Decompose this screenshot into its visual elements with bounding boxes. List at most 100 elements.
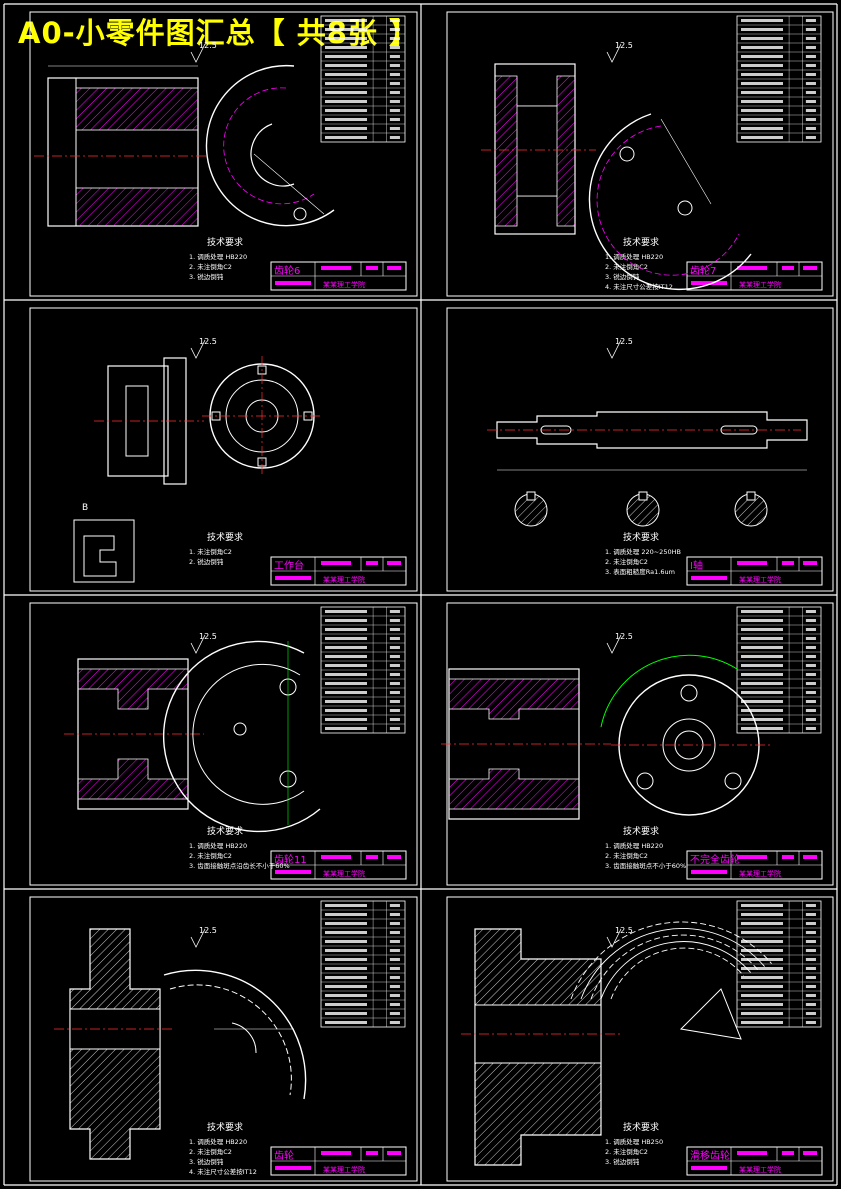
hatched-region <box>448 678 580 720</box>
table-cell-text <box>741 64 783 67</box>
notes-item: 4. 未注尺寸公差按IT12 <box>605 282 673 291</box>
drawing-sheet-1: 12.5技术要求1. 调质处理 HB2202. 未注倒角C23. 锐边倒钝齿轮6… <box>29 11 418 297</box>
table-cell-text <box>325 628 367 631</box>
inner-frame <box>446 11 834 297</box>
table-cell-text <box>805 109 816 112</box>
table-cell-text <box>741 700 783 703</box>
table-cell-text <box>805 64 816 67</box>
table-cell-text <box>741 967 783 970</box>
table-cell-text <box>325 958 367 961</box>
title-field <box>737 855 767 859</box>
table-cell-text <box>325 673 367 676</box>
institution: 某某理工学院 <box>323 869 365 878</box>
table-cell-text <box>741 664 783 667</box>
title-field <box>366 855 378 859</box>
table-cell-text <box>389 1012 400 1015</box>
table-cell-text <box>805 655 816 658</box>
table-cell-text <box>325 994 367 997</box>
table-cell-text <box>325 91 367 94</box>
table-cell-text <box>805 28 816 31</box>
table-cell-text <box>741 913 783 916</box>
table-cell-text <box>325 985 367 988</box>
notes-item: 2. 未注倒角C2 <box>605 262 648 271</box>
table-cell-text <box>741 691 783 694</box>
table-cell-text <box>389 64 400 67</box>
table-cell-text <box>741 91 783 94</box>
table-cell-text <box>389 904 400 907</box>
notes-title: 技术要求 <box>207 825 243 837</box>
notes-title: 技术要求 <box>623 531 659 543</box>
gear-arc <box>163 969 307 1100</box>
sheet-dividers <box>3 3 838 1186</box>
table-cell-text <box>389 82 400 85</box>
hole <box>619 146 635 162</box>
table-cell-text <box>805 976 816 979</box>
table-cell-text <box>325 646 367 649</box>
drawing-sheet-3: 12.5技术要求1. 未注倒角C22. 锐边倒钝工作台某某理工学院B <box>29 307 418 592</box>
table-cell-text <box>741 655 783 658</box>
table-cell-text <box>325 610 367 613</box>
part-name: 齿轮 <box>274 1149 294 1162</box>
table-cell-text <box>805 19 816 22</box>
table-cell-text <box>805 1003 816 1006</box>
title-field <box>782 1151 794 1155</box>
table-cell-text <box>325 718 367 721</box>
table-cell-text <box>741 904 783 907</box>
table-cell-text <box>741 673 783 676</box>
gear-arc <box>600 941 751 1000</box>
table-cell-text <box>741 709 783 712</box>
table-cell-text <box>325 664 367 667</box>
table-cell-text <box>325 109 367 112</box>
datum-circle <box>293 207 307 221</box>
roughness-symbol <box>190 634 206 654</box>
table-cell-text <box>741 922 783 925</box>
title-field <box>387 855 401 859</box>
notes-item: 3. 表面粗糙度Ra1.6um <box>605 567 675 576</box>
table-cell-text <box>805 100 816 103</box>
table-cell-text <box>741 931 783 934</box>
table-cell-text <box>805 904 816 907</box>
roughness-symbol <box>190 339 206 359</box>
keyway <box>720 425 758 435</box>
table-cell-text <box>741 637 783 640</box>
institution: 某某理工学院 <box>323 280 365 289</box>
title-field <box>737 1151 767 1155</box>
title-field <box>275 281 311 285</box>
detail-label: B <box>82 503 88 513</box>
part-name: 不完全齿轮 <box>690 853 740 866</box>
title-field <box>691 281 727 285</box>
table-cell-text <box>741 727 783 730</box>
notes-item: 2. 未注倒角C2 <box>189 851 232 860</box>
table-cell-text <box>389 664 400 667</box>
hatched-region <box>77 668 189 710</box>
table-cell-text <box>325 19 367 22</box>
roughness-value: 12.5 <box>615 632 633 641</box>
table-cell-text <box>805 118 816 121</box>
table-cell-text <box>741 682 783 685</box>
table-cell-text <box>389 55 400 58</box>
title-field <box>782 855 794 859</box>
table-cell-text <box>325 55 367 58</box>
table-cell-text <box>805 949 816 952</box>
hole <box>233 722 247 736</box>
hole <box>636 772 654 790</box>
table-cell-text <box>389 967 400 970</box>
title-field <box>803 561 817 565</box>
title-field <box>321 561 351 565</box>
table-cell-text <box>325 46 367 49</box>
part-name: 工作台 <box>274 559 304 572</box>
partial-tooth-arc <box>600 654 738 728</box>
notes-item: 2. 未注倒角C2 <box>605 1147 648 1156</box>
notes-item: 3. 锐边倒钝 <box>189 1157 224 1166</box>
table-cell-text <box>805 91 816 94</box>
institution: 某某理工学院 <box>323 575 365 584</box>
table-cell-text <box>805 940 816 943</box>
part-name: 齿轮7 <box>690 264 716 277</box>
table-cell-text <box>389 940 400 943</box>
roughness-symbol <box>606 634 622 654</box>
roughness-value: 12.5 <box>615 926 633 935</box>
title-field <box>803 855 817 859</box>
